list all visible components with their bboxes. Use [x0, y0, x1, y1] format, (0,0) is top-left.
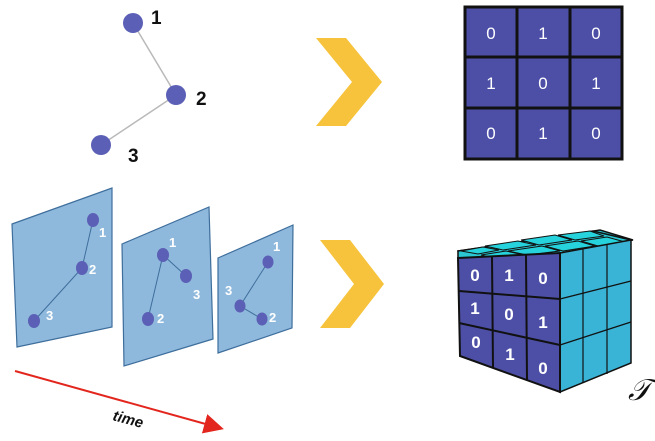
slice-node-label: 3 [46, 308, 53, 323]
slice-node-label: 3 [193, 287, 200, 302]
slice-node [262, 255, 274, 269]
slice-node-label: 2 [89, 262, 96, 277]
slice-edge [33, 267, 83, 322]
tensor-cell: 0 [538, 359, 547, 378]
slice-node-label: 1 [169, 235, 176, 250]
cube-side-gridline [559, 280, 632, 300]
matrix-cell: 0 [486, 24, 495, 43]
cube-top-tile [460, 246, 500, 255]
slice-edge [239, 261, 269, 307]
tensor-symbol: 𝒯 [628, 374, 655, 407]
slice-node [234, 299, 246, 313]
matrix-cell: 1 [591, 74, 600, 93]
chevron-right-icon [320, 240, 384, 328]
matrix-cell: 1 [538, 124, 547, 143]
matrix-background [463, 5, 624, 161]
cube-front-gridline [491, 256, 494, 369]
slice-edge [81, 219, 94, 269]
slice-plane [11, 187, 113, 348]
slice-node [142, 312, 154, 326]
tensor-cube: 0 1 0 1 0 1 0 1 0 [456, 229, 634, 394]
time-arrow-icon [14, 370, 224, 434]
slice-node [256, 312, 268, 326]
matrix-cell: 0 [538, 74, 547, 93]
slice-node [157, 248, 169, 262]
matrix-cell: 0 [486, 124, 495, 143]
slice-node-label: 1 [273, 239, 280, 254]
graph-node-label-1: 1 [151, 8, 162, 29]
graph-edge-2-3 [100, 94, 177, 146]
slice-plane [121, 206, 214, 367]
slice-node [180, 269, 192, 283]
tensor-cell: 0 [471, 333, 480, 352]
graph-node-label-2: 2 [196, 89, 207, 110]
graph-node-2 [166, 85, 186, 105]
matrix-cell: 0 [591, 24, 600, 43]
tensor-cell: 0 [504, 305, 513, 324]
graph-node-3 [91, 135, 111, 155]
cube-top-tile [507, 245, 561, 256]
slice-node-label: 3 [225, 283, 232, 298]
matrix-cell: 0 [591, 124, 600, 143]
graph-node-1 [123, 13, 143, 33]
cube-top-tile [484, 240, 537, 251]
matrix-cell: 1 [538, 24, 547, 43]
tensor-cell: 0 [538, 269, 547, 288]
cube-front-gridline [525, 254, 528, 381]
tensor-cell: 1 [470, 299, 479, 318]
graph-edge-1-2 [132, 22, 177, 96]
matrix-cell: 1 [486, 74, 495, 93]
cube-side-gridline [559, 321, 632, 346]
tensor-cell: 1 [538, 313, 547, 332]
cube-top-tile [520, 234, 573, 246]
slice-node [87, 213, 99, 227]
cube-front-gridline [458, 322, 561, 346]
cube-top-tile [557, 230, 605, 241]
static-graph: 1 2 3 [91, 8, 207, 167]
slice-node [76, 261, 88, 275]
temporal-slice-1: 1 2 3 [11, 187, 113, 348]
slice-node-label: 2 [269, 310, 276, 325]
cube-front-gridline [458, 290, 561, 300]
adjacency-matrix: 0 1 0 1 0 1 0 1 0 [463, 5, 624, 161]
slice-plane [217, 224, 294, 354]
slice-edge [147, 254, 164, 320]
slice-node [28, 314, 40, 328]
slice-node-label: 2 [157, 311, 164, 326]
cube-side-face [559, 239, 632, 394]
temporal-slice-3: 1 3 2 [217, 224, 294, 354]
tensor-cell: 1 [504, 266, 513, 285]
graph-node-label-3: 3 [128, 146, 139, 167]
tensor-cell: 1 [505, 345, 514, 364]
tensor-cell: 0 [470, 266, 479, 285]
slice-node-label: 1 [99, 225, 106, 240]
temporal-slice-2: 1 2 3 [121, 206, 214, 367]
chevron-right-icon [316, 38, 382, 126]
time-label: time [111, 407, 145, 431]
